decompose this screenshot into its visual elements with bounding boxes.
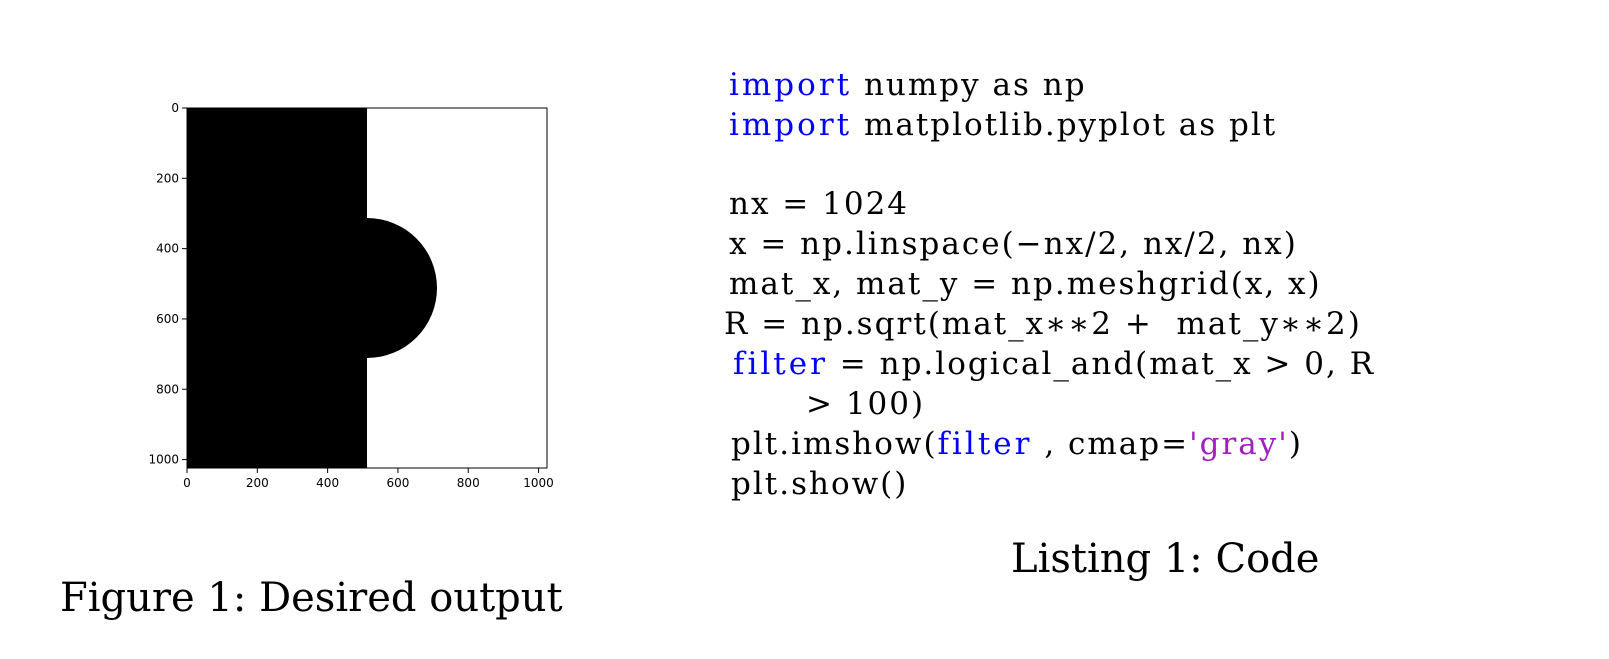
code-line-5: mat_x, mat_y = np.meshgrid(x, x) [729, 266, 1322, 302]
code-line-2: import matplotlib.pyplot as plt [729, 107, 1277, 143]
code-line-6: R = np.sqrt(mat_x∗∗2 + mat_y∗∗2) [724, 306, 1362, 342]
code-text: numpy as np [852, 67, 1087, 103]
code-text: , cmap= [1032, 426, 1190, 462]
code-text: plt.imshow( [731, 426, 938, 462]
figure-caption: Figure 1: Desired output [60, 575, 563, 621]
y-tick-label: 0 [171, 101, 179, 115]
keyword: filter [937, 426, 1033, 462]
keyword: filter [733, 346, 828, 382]
x-tick-label: 600 [386, 476, 409, 490]
code-line-4: x = np.linspace(−nx/2, nx/2, nx) [729, 226, 1298, 262]
y-tick-label: 600 [156, 312, 179, 326]
x-tick-label: 200 [246, 476, 269, 490]
filled-circle [297, 218, 437, 358]
y-tick-label: 1000 [148, 453, 179, 467]
x-axis: 0 200 400 600 800 1000 [183, 468, 554, 490]
code-text: matplotlib.pyplot as plt [852, 107, 1278, 143]
plot-frame [186, 107, 548, 469]
x-tick-label: 0 [183, 476, 191, 490]
keyword: import [729, 67, 853, 103]
x-tick-label: 800 [457, 476, 480, 490]
y-axis: 0 200 400 600 800 1000 [148, 101, 187, 467]
y-tick-label: 200 [156, 171, 179, 185]
code-line-9: plt.imshow(filter , cmap='gray') [731, 426, 1303, 462]
code-text: ) [1288, 426, 1303, 462]
x-tick-label: 400 [316, 476, 339, 490]
y-tick-label: 800 [156, 382, 179, 396]
keyword: import [729, 107, 853, 143]
code-line-7: filter = np.logical_and(mat_x > 0, R [733, 346, 1375, 382]
code-line-10: plt.show() [731, 466, 909, 502]
code-line-8: > 100) [806, 386, 926, 422]
code-text: = np.logical_and(mat_x > 0, R [827, 346, 1376, 382]
code-line-1: import numpy as np [729, 67, 1087, 103]
figure-plot: 0 200 400 600 800 1000 0 200 400 600 800 1000 [148, 101, 554, 490]
string-literal: 'gray' [1189, 426, 1289, 462]
listing-caption: Listing 1: Code [1011, 536, 1320, 582]
y-tick-label: 400 [156, 242, 179, 256]
code-line-3: nx = 1024 [729, 186, 910, 222]
x-tick-label: 1000 [523, 476, 554, 490]
